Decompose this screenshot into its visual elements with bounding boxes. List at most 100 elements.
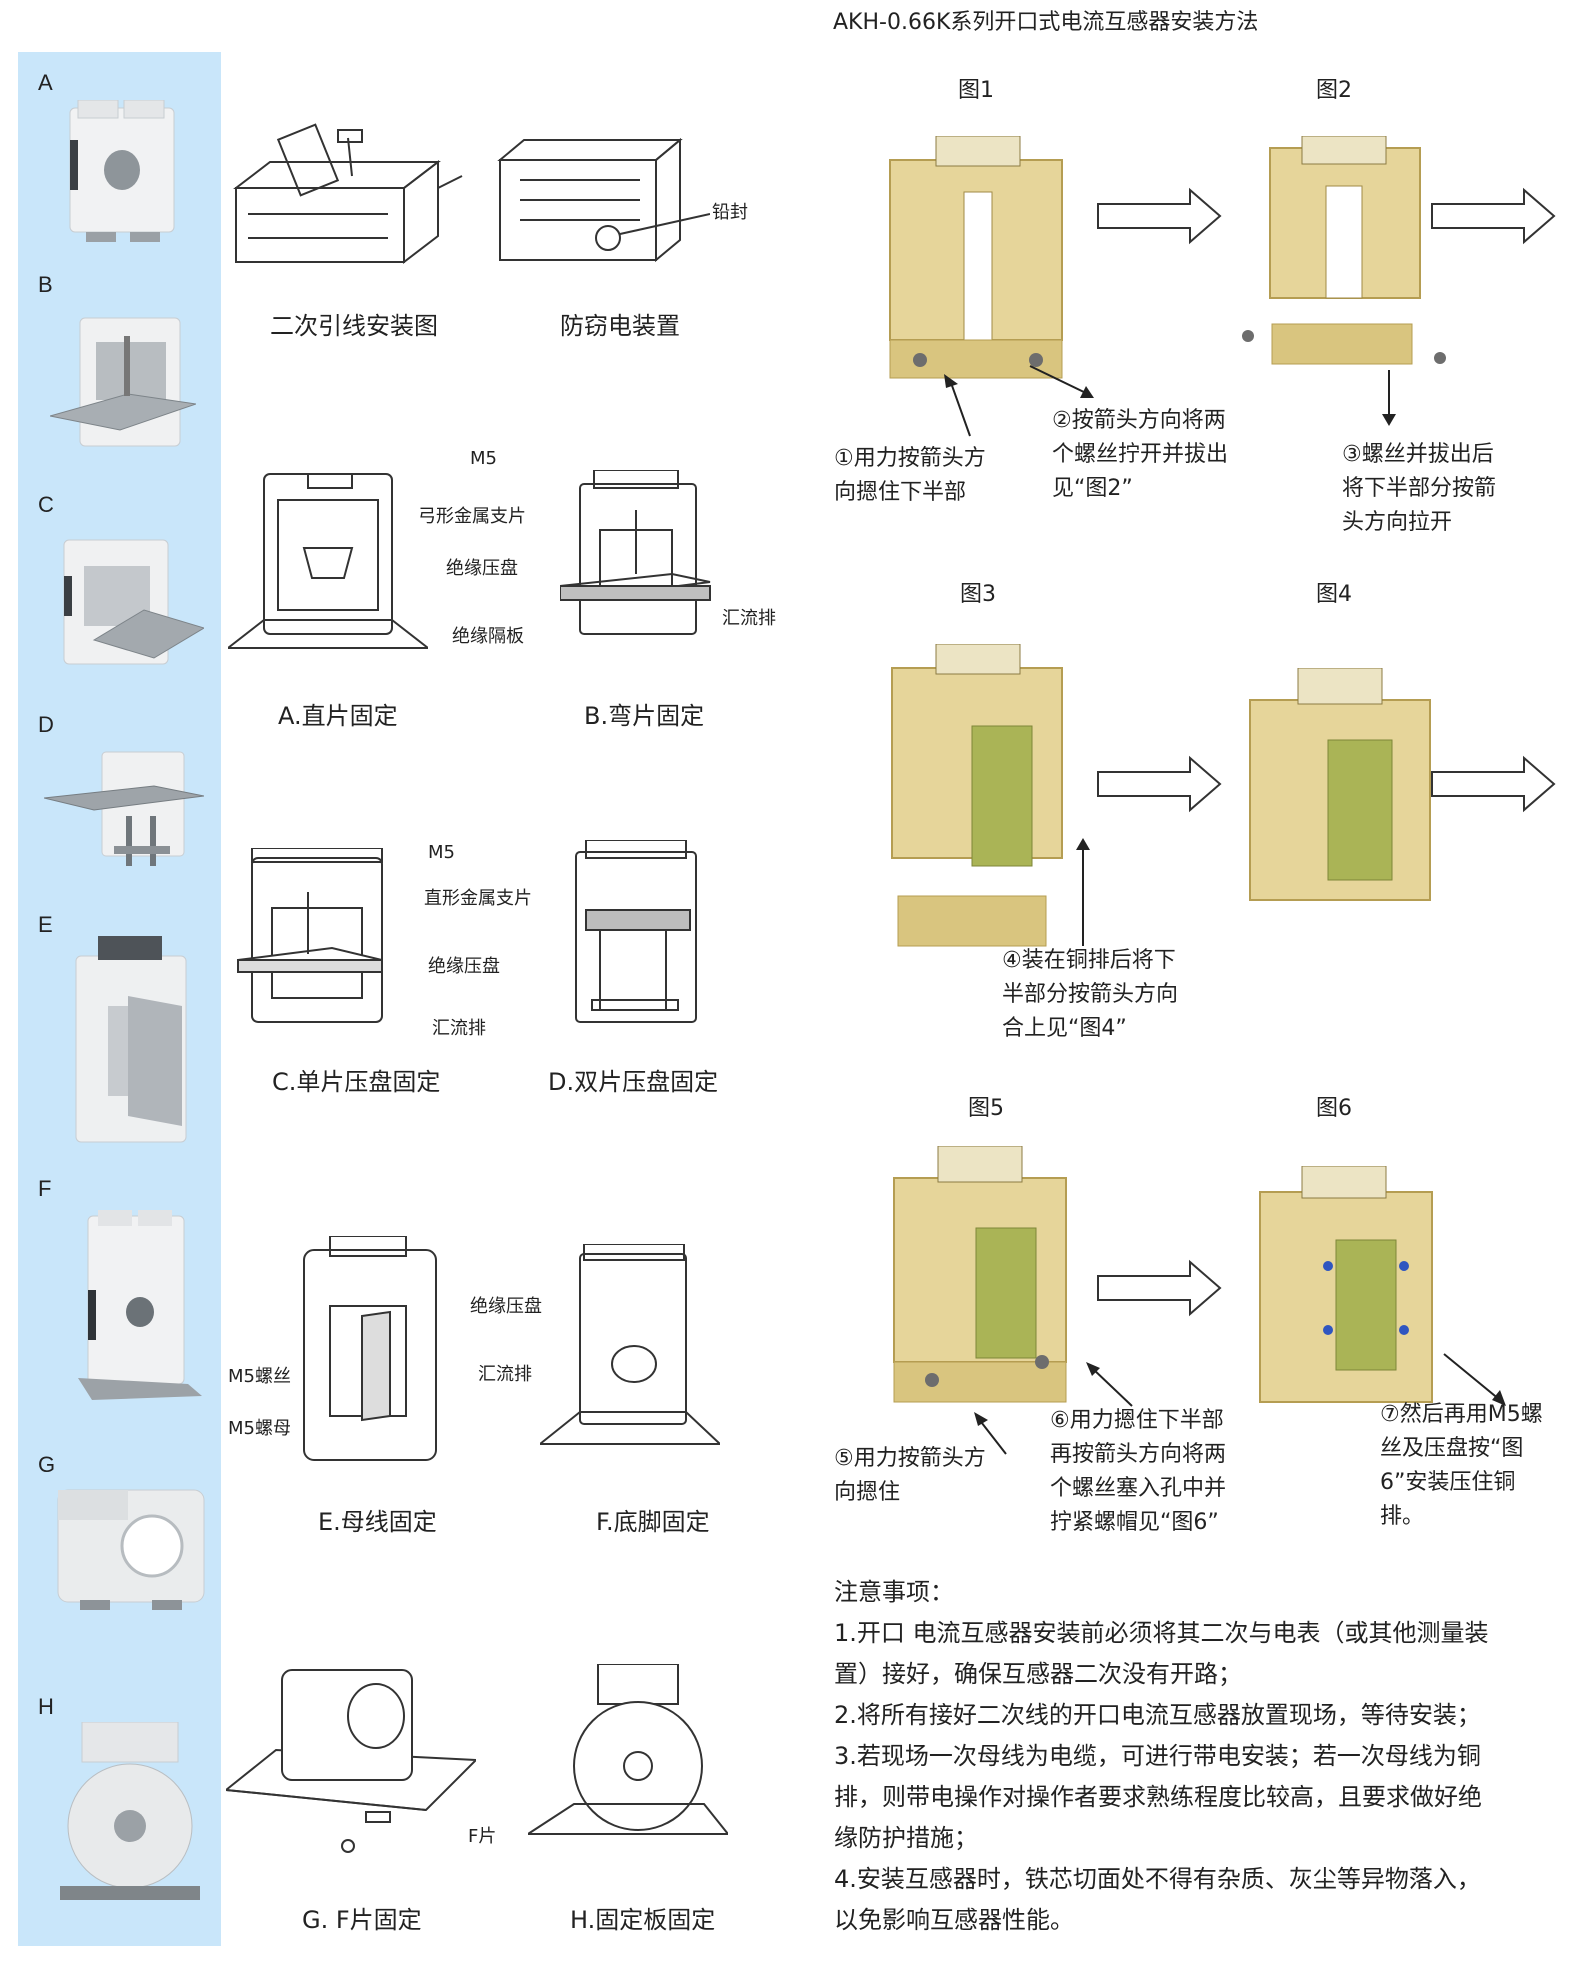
- caption-secondary-wiring: 二次引线安装图: [270, 312, 438, 340]
- figure-3-title: 图3: [960, 582, 996, 607]
- letter-h: H: [38, 1694, 54, 1719]
- pointer-step-7-icon: [1443, 1353, 1506, 1406]
- busbar-mount-drawing: [303, 1236, 437, 1461]
- step-7-line-1: ⑦然后再用M5螺: [1380, 1402, 1543, 1427]
- arrow-1-to-2-icon: [1097, 187, 1222, 245]
- caption-anti-theft: 防窃电装置: [560, 312, 680, 340]
- figure-1-title: 图1: [958, 78, 994, 103]
- thumb-a-image: [69, 100, 175, 242]
- step-6-line-2: 再按箭头方向将两: [1050, 1442, 1227, 1467]
- figure-5-title: 图5: [968, 1096, 1004, 1121]
- notes-line-6: 缘防护措施；: [834, 1824, 978, 1852]
- step-7-line-3: 6”安装压住铜: [1380, 1470, 1516, 1495]
- thumb-h-image: [60, 1722, 200, 1900]
- bent-plate-drawing: [560, 470, 711, 635]
- step-7-line-2: 丝及压盘按“图: [1380, 1436, 1524, 1461]
- fixing-plate-drawing: [528, 1664, 728, 1835]
- thumb-d-image: [44, 751, 204, 866]
- caption-double-press-plate: D.双片压盘固定: [548, 1068, 719, 1096]
- figure-6-title: 图6: [1316, 1096, 1352, 1121]
- notes-line-1: 1.开口 电流互感器安装前必须将其二次与电表（或其他测量装: [834, 1619, 1489, 1647]
- step-3-line-1: ③螺丝并拔出后: [1342, 442, 1494, 467]
- step-6-line-4: 拧紧螺帽见“图6”: [1050, 1510, 1219, 1535]
- label-busbar-e: 汇流排: [478, 1364, 532, 1385]
- letter-d: D: [38, 712, 54, 737]
- step-2-text: ②按箭头方向将两 个螺丝拧开并拔出 见“图2”: [1052, 404, 1228, 506]
- pointer-step-5-icon: [974, 1412, 1007, 1455]
- step-2-line-2: 个螺丝拧开并拔出: [1052, 442, 1229, 467]
- label-m5-b: M5: [470, 448, 497, 469]
- thumb-g-image: [57, 1489, 205, 1610]
- step-5-line-2: 向摁住: [834, 1480, 901, 1505]
- letter-c: C: [38, 492, 54, 517]
- letter-g: G: [38, 1452, 56, 1477]
- step-4-line-3: 合上见“图4”: [1002, 1016, 1127, 1041]
- step-1-line-2: 向摁住下半部: [834, 480, 967, 505]
- label-lead-seal: 铅封: [712, 202, 748, 223]
- thumb-f-image: [78, 1210, 202, 1400]
- pointer-step-3-icon: [1382, 370, 1396, 426]
- step-4-text: ④装在铜排后将下 半部分按箭头方向 合上见“图4”: [1002, 944, 1178, 1046]
- step-6-line-1: ⑥用力摁住下半部: [1050, 1408, 1224, 1433]
- caption-single-press-plate: C.单片压盘固定: [272, 1068, 441, 1096]
- label-insulating-plate-e: 绝缘压盘: [470, 1296, 542, 1317]
- caption-base-foot: F.底脚固定: [596, 1508, 710, 1536]
- letter-b: B: [38, 272, 53, 297]
- label-busbar-c: 汇流排: [432, 1018, 486, 1039]
- pointer-step-6-icon: [1086, 1362, 1133, 1407]
- pointer-step-1-icon: [944, 374, 971, 437]
- label-straight-bracket: 直形金属支片: [424, 888, 532, 909]
- secondary-wiring-drawing: [233, 123, 463, 265]
- notes-line-3: 2.将所有接好二次线的开口电流互感器放置现场，等待安装；: [834, 1701, 1481, 1729]
- step-3-text: ③螺丝并拔出后 将下半部分按箭 头方向拉开: [1342, 438, 1496, 540]
- label-m5-nut: M5螺母: [228, 1418, 291, 1439]
- figure-3-image: [891, 644, 1063, 947]
- label-m5-c: M5: [428, 842, 455, 863]
- page-title: AKH-0.66K系列开口式电流互感器安装方法: [833, 10, 1259, 35]
- thumb-e-image: [75, 936, 187, 1143]
- label-insulating-plate-b: 绝缘压盘: [446, 558, 518, 579]
- label-insulating-partition: 绝缘隔板: [452, 626, 524, 647]
- single-press-plate-drawing: [237, 848, 383, 1023]
- step-7-text: ⑦然后再用M5螺 丝及压盘按“图 6”安装压住铜 排。: [1380, 1398, 1543, 1534]
- arrow-2-to-next-icon: [1431, 187, 1556, 245]
- step-5-line-1: ⑤用力按箭头方: [834, 1446, 986, 1471]
- straight-plate-drawing: [228, 473, 428, 649]
- caption-f-piece: G. F片固定: [302, 1906, 422, 1934]
- figure-1-image: [889, 136, 1063, 379]
- caption-busbar-mount: E.母线固定: [318, 1508, 437, 1536]
- arrow-5-to-6-icon: [1097, 1259, 1222, 1317]
- anti-theft-device-drawing: [497, 137, 710, 263]
- pointer-step-2-icon: [1029, 365, 1094, 398]
- pointer-step-4-icon: [1076, 838, 1090, 946]
- notes-line-7: 4.安装互感器时，铁芯切面处不得有杂质、灰尘等异物落入，: [834, 1865, 1481, 1893]
- arrow-3-to-4-icon: [1097, 755, 1222, 813]
- thumb-b-image: [50, 317, 196, 447]
- notes-heading: 注意事项：: [834, 1578, 954, 1606]
- figure-4-title: 图4: [1316, 582, 1352, 607]
- step-3-line-2: 将下半部分按箭: [1342, 476, 1497, 501]
- arrow-4-to-next-icon: [1431, 755, 1556, 813]
- double-press-plate-drawing: [575, 840, 697, 1023]
- caption-bent-plate: B.弯片固定: [584, 702, 705, 730]
- step-1-text: ①用力按箭头方 向摁住下半部: [834, 442, 986, 510]
- letter-a: A: [38, 70, 53, 95]
- label-insulating-plate-c: 绝缘压盘: [428, 956, 500, 977]
- label-busbar-b: 汇流排: [722, 608, 776, 629]
- step-6-text: ⑥用力摁住下半部 再按箭头方向将两 个螺丝塞入孔中并 拧紧螺帽见“图6”: [1050, 1404, 1226, 1540]
- notes-line-5: 排，则带电操作对操作者要求熟练程度比较高，且要求做好绝: [834, 1783, 1482, 1811]
- label-bow-bracket: 弓形金属支片: [418, 506, 526, 527]
- step-1-line-1: ①用力按箭头方: [834, 446, 986, 471]
- letter-f: F: [38, 1176, 52, 1201]
- label-m5-screw: M5螺丝: [228, 1366, 291, 1387]
- step-4-line-1: ④装在铜排后将下: [1002, 948, 1176, 973]
- step-3-line-3: 头方向拉开: [1342, 510, 1453, 535]
- thumb-c-image: [63, 539, 204, 665]
- step-5-text: ⑤用力按箭头方 向摁住: [834, 1442, 986, 1510]
- label-f-piece: F片: [468, 1826, 497, 1847]
- notes-line-4: 3.若现场一次母线为电缆，可进行带电安装；若一次母线为铜: [834, 1742, 1481, 1770]
- f-piece-drawing: [226, 1669, 476, 1853]
- notes-section: 注意事项： 1.开口 电流互感器安装前必须将其二次与电表（或其他测量装 置）接好…: [834, 1572, 1564, 1941]
- notes-line-8: 以免影响互感器性能。: [834, 1906, 1074, 1934]
- figure-2-title: 图2: [1316, 78, 1352, 103]
